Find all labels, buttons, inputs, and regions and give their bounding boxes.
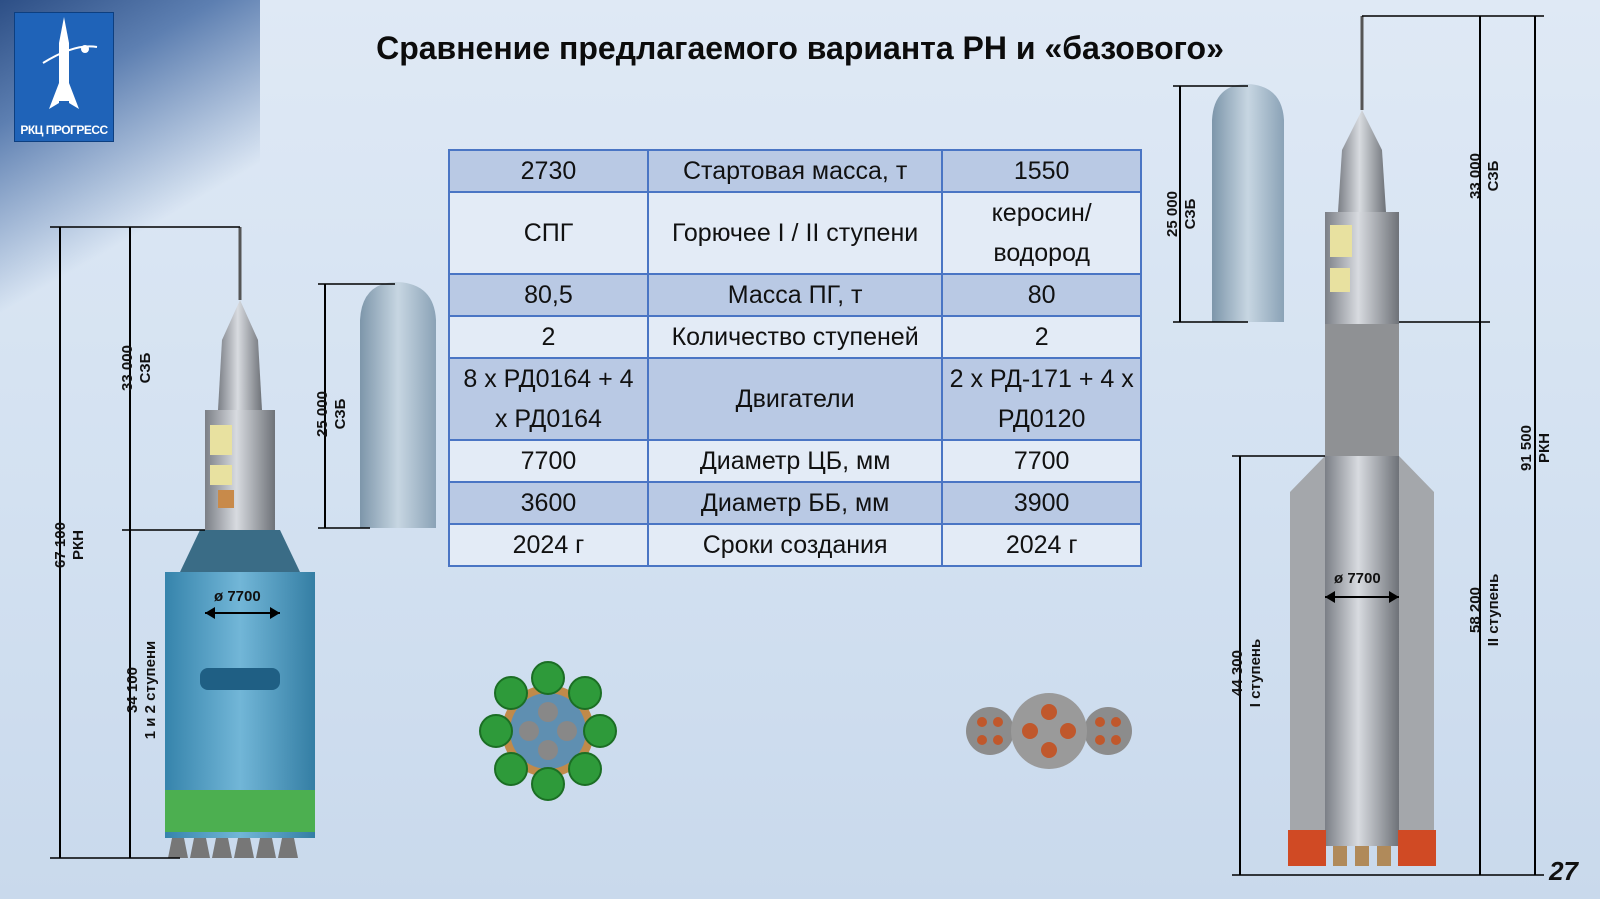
param-name-cell: Двигатели <box>646 357 944 441</box>
right-value-cell: 2024 г <box>941 523 1142 567</box>
param-name-cell: Диаметр ББ, мм <box>646 481 944 525</box>
left-value-cell: 80,5 <box>448 273 649 317</box>
right-value-cell: 2 х РД-171 + 4 х РД0120 <box>941 357 1142 441</box>
logo: РКЦ ПРОГРЕСС <box>14 12 114 142</box>
left-value-cell: 2 <box>448 315 649 359</box>
page-title: Сравнение предлагаемого варианта РН и «б… <box>376 30 1224 66</box>
param-name-cell: Диаметр ЦБ, мм <box>646 439 944 483</box>
left-value-cell: 8 х РД0164 + 4 х РД0164 <box>448 357 649 441</box>
right-rocket <box>1232 15 1544 876</box>
left-value-cell: 7700 <box>448 439 649 483</box>
right-value-cell: 2 <box>941 315 1142 359</box>
param-name-cell: Сроки создания <box>646 523 944 567</box>
right-value-cell: 1550 <box>941 149 1142 193</box>
param-name-cell: Горючее I / II ступени <box>646 191 944 275</box>
right-value-cell: керосин/ водород <box>941 191 1142 275</box>
right-value-cell: 7700 <box>941 439 1142 483</box>
left-value-cell: СПГ <box>448 191 649 275</box>
left-engine-cluster <box>479 661 617 801</box>
left-diameter-label: ø 7700 <box>214 588 261 605</box>
param-name-cell: Масса ПГ, т <box>646 273 944 317</box>
left-fairing <box>318 282 436 529</box>
right-diameter-label: ø 7700 <box>1334 570 1381 587</box>
right-engine-cluster <box>966 693 1132 769</box>
page-number: 27 <box>1549 856 1578 886</box>
left-rocket <box>50 226 315 859</box>
left-value-cell: 3600 <box>448 481 649 525</box>
right-fairing <box>1173 84 1284 323</box>
param-name-cell: Количество ступеней <box>646 315 944 359</box>
rocket-logo-icon <box>42 17 98 109</box>
left-value-cell: 2024 г <box>448 523 649 567</box>
right-value-cell: 3900 <box>941 481 1142 525</box>
param-name-cell: Стартовая масса, т <box>646 149 944 193</box>
left-value-cell: 2730 <box>448 149 649 193</box>
logo-text: РКЦ ПРОГРЕСС <box>20 123 108 137</box>
right-value-cell: 80 <box>941 273 1142 317</box>
